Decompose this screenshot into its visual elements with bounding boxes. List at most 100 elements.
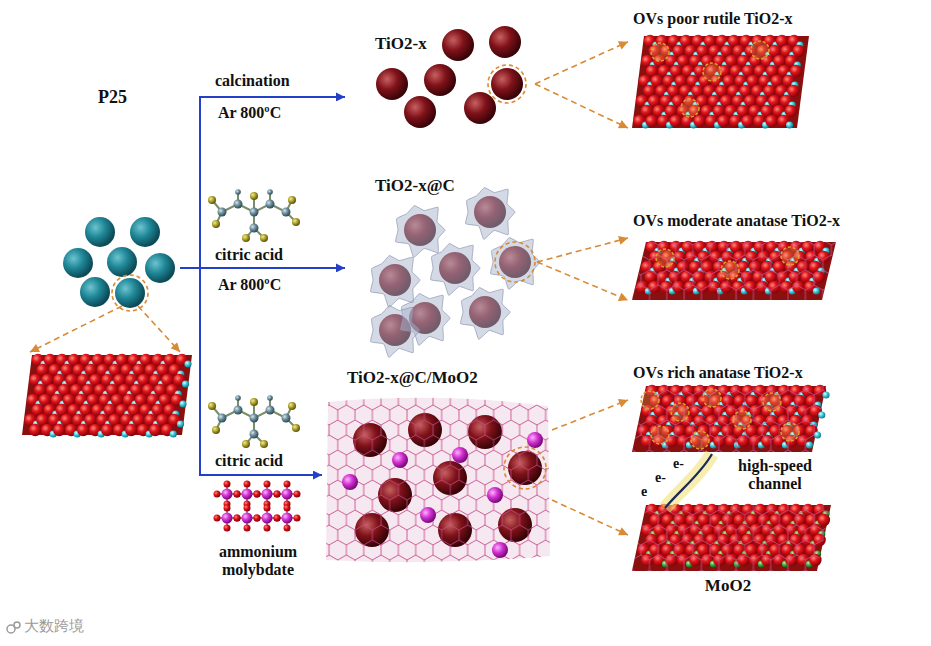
anatase-slab	[632, 241, 836, 300]
carbon-coated-particles	[371, 188, 540, 358]
oxygen-vacancy-ring	[641, 391, 659, 409]
carbon-atom	[266, 406, 275, 415]
zoom-arrow	[535, 42, 628, 84]
annotation-label: citric acid	[215, 246, 283, 264]
carbon-coating	[354, 512, 390, 548]
highlight-ring	[504, 447, 546, 489]
carbon-atom	[218, 414, 227, 423]
graphene-sheet	[326, 398, 550, 562]
illustration-layer	[7, 26, 836, 633]
atom-sphere	[785, 105, 797, 117]
reaction-arrow	[180, 97, 345, 268]
carbon-coating	[377, 477, 413, 513]
product-group: TiO2-x@C	[345, 172, 537, 352]
carbon-atom	[282, 414, 291, 423]
oxygen-atom	[224, 525, 231, 532]
node-label: OVs moderate anatase TiO2-x	[633, 212, 840, 230]
oxygen-atom	[242, 234, 250, 242]
node-label: TiO2-x@C/MoO2	[347, 368, 478, 388]
node-label: OVs rich anatase TiO2-x	[633, 364, 803, 382]
carbon-coating	[467, 414, 503, 450]
carbon-atom	[266, 200, 275, 209]
oxygen-atom	[208, 402, 216, 410]
logo-ring	[14, 622, 20, 628]
highlight-ring	[488, 65, 526, 103]
product-group: TiO2-x@C/MoO2	[322, 368, 552, 563]
oxygen-atom	[234, 491, 241, 498]
oxygen-atom	[274, 515, 281, 522]
rutile-slab	[632, 35, 809, 129]
annotation-label: Ar 800ºC	[218, 104, 281, 122]
highlight-ring	[495, 242, 535, 282]
atom-sphere	[790, 65, 802, 77]
p25-particle	[107, 247, 137, 277]
oxygen-atom	[274, 491, 281, 498]
slab-body	[632, 386, 826, 452]
node-label: OVs poor rutile TiO2-x	[633, 10, 793, 28]
atom-sphere	[77, 424, 89, 436]
oxygen-vacancy-ring	[681, 99, 699, 117]
oxygen-atom	[254, 491, 261, 498]
atom-sphere	[786, 121, 793, 128]
highlight-ring	[112, 275, 148, 311]
tio2-particle	[378, 478, 412, 512]
moo2-particle	[487, 487, 503, 503]
atom-sphere	[741, 115, 753, 127]
electron-label: e	[641, 484, 647, 500]
hydrogen-atom	[267, 189, 273, 195]
molybdenum-atom	[222, 489, 233, 500]
structure-panel: OVs moderate anatase TiO2-x	[628, 210, 903, 305]
tio2-particle	[355, 513, 389, 547]
molybdenum-atom	[282, 489, 293, 500]
oxygen-atom	[244, 481, 251, 488]
graphene-layer	[632, 242, 836, 300]
carbon-atom	[218, 208, 227, 217]
atom-sphere	[29, 424, 41, 436]
annotation-label: ammonium molybdate	[208, 543, 308, 580]
tio2-particle	[438, 513, 472, 547]
oxygen-atom	[254, 515, 261, 522]
structure-panel: MoO2	[628, 500, 828, 600]
oxygen-atom	[244, 505, 251, 512]
oxygen-atom	[254, 515, 261, 522]
oxygen-vacancy-ring	[656, 249, 674, 267]
oxygen-vacancy-ring	[721, 261, 739, 279]
molybdenum-atom	[262, 513, 273, 524]
slab-body	[632, 242, 836, 300]
oxygen-vacancy-ring	[751, 41, 769, 59]
oxygen-vacancy-ring	[651, 43, 669, 61]
molybdenum-atom	[242, 513, 253, 524]
carbon-shell	[371, 256, 420, 308]
slab-body	[632, 505, 831, 571]
molybdenum-atom	[262, 489, 273, 500]
oxygen-atom	[274, 491, 281, 498]
moo2-particle	[420, 507, 436, 523]
oxygen-atom	[284, 481, 291, 488]
carbon-shell	[431, 244, 480, 296]
oxygen-atom	[212, 426, 220, 434]
zoom-arrow	[138, 306, 180, 352]
oxygen-vacancy-ring	[671, 403, 689, 421]
tio2-particle	[468, 415, 502, 449]
carbon-shell	[466, 188, 515, 240]
atom-sphere	[182, 380, 189, 387]
oxygen-atom	[250, 398, 258, 406]
molybdenum-atom	[242, 489, 253, 500]
p25-particle	[85, 217, 115, 247]
atom-sphere	[669, 115, 681, 127]
annotation-label: citric acid	[215, 452, 283, 470]
tio2-particle	[353, 423, 387, 457]
oxygen-atom	[254, 491, 261, 498]
product-group: TiO2-x	[345, 28, 535, 123]
oxygen-vacancy-ring	[781, 423, 799, 441]
atom-sphere	[170, 430, 177, 437]
oxygen-atom	[274, 515, 281, 522]
moo2-particle	[342, 474, 358, 490]
moo2-particle	[492, 542, 508, 558]
oxygen-atom	[214, 491, 221, 498]
citric-acid-molecule	[208, 395, 300, 448]
graphene-sheet-composite	[326, 398, 550, 562]
watermark: 大数跨境	[24, 618, 84, 635]
oxygen-atom	[214, 515, 221, 522]
graphene-layer	[632, 505, 831, 571]
